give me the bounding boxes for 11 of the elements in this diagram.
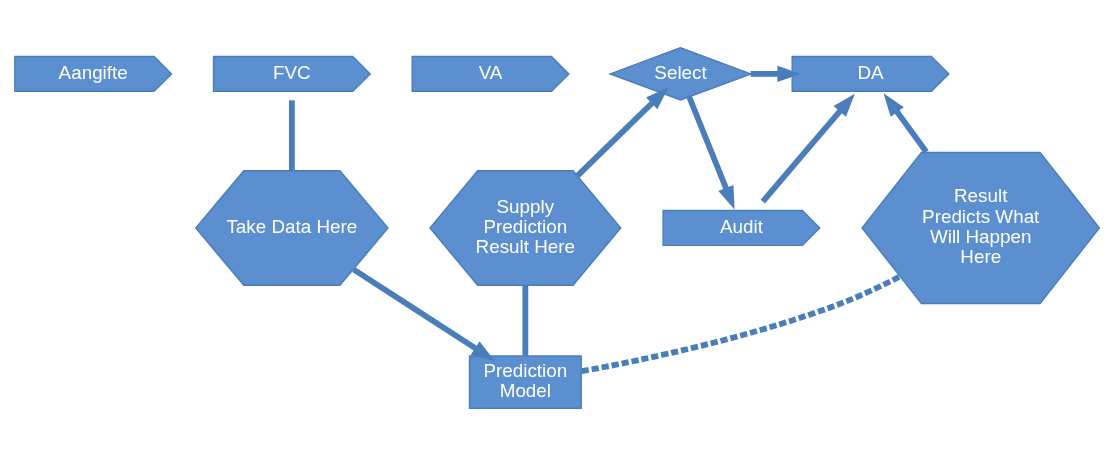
arrow (686, 95, 735, 210)
connector (522, 284, 529, 356)
node-box: Prediction Model (468, 354, 582, 409)
connector (581, 273, 902, 374)
arrow (750, 65, 801, 82)
arrow (760, 93, 855, 203)
node-diamond: Select (608, 46, 753, 101)
connector (288, 99, 295, 170)
arrow (575, 86, 669, 178)
arrow (352, 266, 495, 361)
arrow (883, 92, 929, 154)
